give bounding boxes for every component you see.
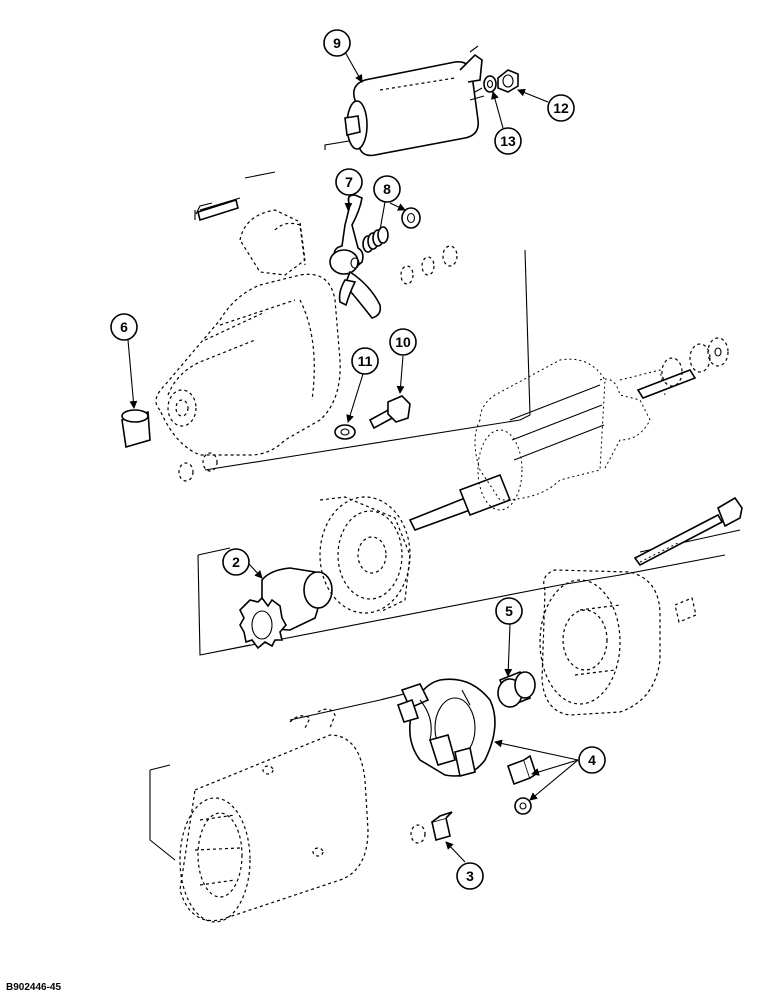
callout-4-label: 4 (588, 752, 596, 768)
callout-2-label: 2 (232, 554, 240, 570)
lock-washer-11 (334, 424, 356, 440)
callout-11-label: 11 (358, 353, 373, 369)
small-washers-upper (400, 245, 458, 285)
callout-6: 6 (110, 313, 138, 341)
spring-and-washer (362, 207, 421, 253)
washer-13 (483, 75, 497, 93)
commutator-end-frame (539, 569, 661, 716)
callout-3: 3 (456, 862, 484, 890)
housing-nuts (178, 452, 218, 482)
shift-lever (329, 194, 382, 319)
upper-frame (194, 139, 531, 471)
callout-8-label: 8 (383, 181, 391, 197)
callout-5-label: 5 (505, 603, 513, 619)
callout-9: 9 (323, 29, 351, 57)
lower-frame (149, 689, 421, 861)
brush-set-4 (506, 754, 537, 815)
callout-4: 4 (578, 746, 606, 774)
callout-13: 13 (494, 127, 522, 155)
figure-code: B902446-45 (6, 982, 61, 993)
brush-holder-plate (396, 678, 496, 777)
frame-screw (674, 597, 697, 623)
pinion-clutch (239, 567, 333, 650)
drive-end-plate (319, 496, 411, 614)
callout-5: 5 (495, 597, 523, 625)
callout-12: 12 (547, 94, 575, 122)
callout-11: 11 (351, 347, 379, 375)
callout-8: 8 (373, 175, 401, 203)
callout-10-label: 10 (395, 334, 411, 350)
callout-2: 2 (222, 548, 250, 576)
through-bolt (633, 496, 743, 567)
callout-7-label: 7 (345, 174, 353, 190)
field-frame-yoke (179, 708, 369, 923)
drive-end-housing (155, 197, 341, 456)
callout-13-label: 13 (500, 133, 516, 149)
nut-12 (497, 69, 519, 93)
callout-7: 7 (335, 168, 363, 196)
armature (408, 337, 729, 531)
callout-9-label: 9 (333, 35, 341, 51)
callout-6-label: 6 (120, 319, 128, 335)
middle-frame (197, 529, 741, 656)
callout-10: 10 (389, 328, 417, 356)
bushing-6 (121, 409, 151, 449)
brush-3 (410, 811, 453, 844)
bolt-10 (368, 395, 411, 430)
solenoid (344, 45, 485, 157)
leader-lines (127, 51, 579, 863)
callout-12-label: 12 (553, 100, 569, 116)
callout-3-label: 3 (466, 868, 474, 884)
bushing-5 (497, 670, 536, 708)
